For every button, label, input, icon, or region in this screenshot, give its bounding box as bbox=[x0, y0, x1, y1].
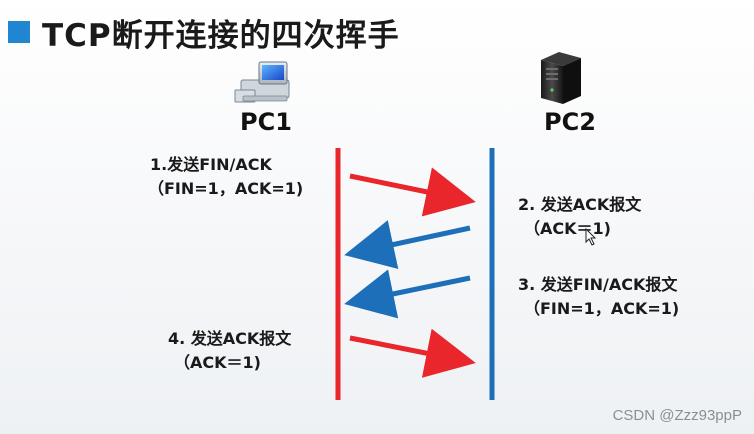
step3-label-line1: 3. 发送FIN/ACK报文 bbox=[518, 275, 678, 294]
step1-arrow bbox=[349, 167, 476, 217]
step1-label-line1: 1.发送FIN/ACK bbox=[150, 155, 272, 174]
server-tower-icon bbox=[541, 52, 581, 104]
step4-arrow bbox=[349, 328, 476, 378]
page-title: TCP断开连接的四次挥手 bbox=[42, 17, 400, 54]
desktop-computer-icon bbox=[234, 61, 290, 103]
mouse-cursor-icon bbox=[585, 227, 597, 246]
step1-label-line2: （FIN=1，ACK=1) bbox=[148, 179, 303, 198]
step4-label-line1: 4. 发送ACK报文 bbox=[168, 329, 292, 348]
pc1-label: PC1 bbox=[240, 108, 292, 136]
step3-arrow bbox=[344, 269, 471, 319]
step2-label-line1: 2. 发送ACK报文 bbox=[518, 195, 642, 214]
step2-label-line2: （ACK＝1) bbox=[524, 219, 611, 238]
step3-label-line2: （FIN=1，ACK=1) bbox=[524, 299, 679, 318]
pc2-label: PC2 bbox=[544, 108, 596, 136]
step4-label-line2: （ACK＝1) bbox=[174, 353, 261, 372]
watermark: CSDN @Zzz93ppP bbox=[612, 407, 742, 424]
step2-arrow bbox=[344, 220, 471, 270]
title-bar: TCP断开连接的四次挥手 bbox=[8, 6, 400, 58]
title-bullet-square bbox=[8, 21, 30, 43]
